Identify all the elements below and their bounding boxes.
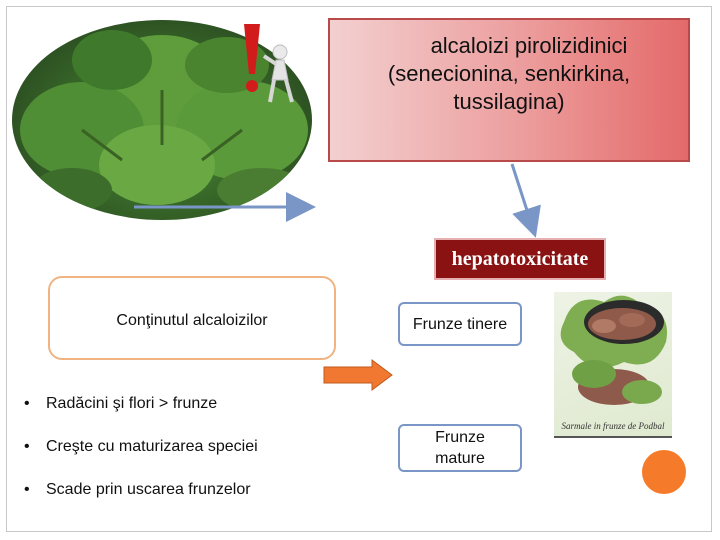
orange-arrow bbox=[324, 360, 392, 390]
arrow-to-hepatotoxicity bbox=[512, 164, 534, 232]
